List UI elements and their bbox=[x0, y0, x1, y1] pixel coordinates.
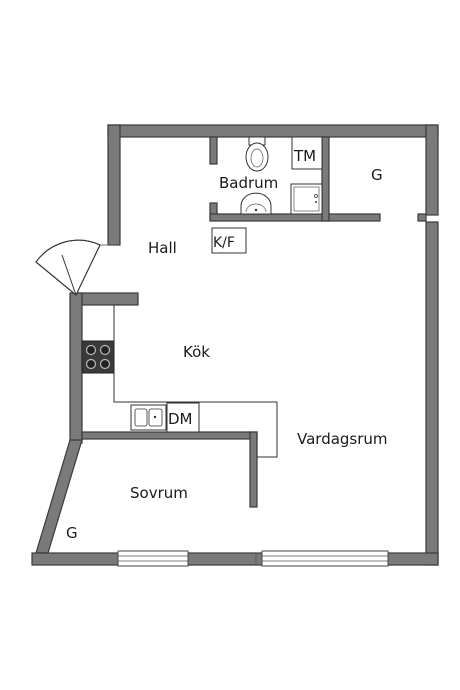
label-sovrum: Sovrum bbox=[130, 484, 188, 502]
wall-right-upper bbox=[425, 124, 439, 216]
label-vardagsrum: Vardagsrum bbox=[297, 430, 388, 448]
bathroom-fixtures bbox=[240, 136, 323, 215]
wall-bath-left-top bbox=[209, 136, 218, 165]
label-kf: K/F bbox=[213, 235, 235, 251]
label-garderob-bottom: G bbox=[66, 524, 78, 542]
label-garderob-top: G bbox=[371, 166, 383, 184]
wall-top bbox=[107, 124, 439, 138]
window-vardagsrum bbox=[261, 550, 389, 567]
wall-bedroom-top bbox=[81, 431, 258, 440]
room-labels: Hall Kök Badrum TM K/F DM Vardagsrum Sov… bbox=[66, 147, 388, 542]
kitchen-counter bbox=[81, 305, 278, 458]
label-kok: Kök bbox=[183, 343, 210, 361]
stove-icon bbox=[81, 340, 115, 374]
shower-icon bbox=[290, 183, 323, 215]
kitchen-sink-icon bbox=[130, 404, 167, 431]
kf-box bbox=[211, 227, 247, 254]
windows bbox=[117, 550, 389, 567]
wall-entrance-jamb bbox=[73, 292, 139, 306]
window-sovrum bbox=[117, 550, 189, 567]
wall-left-upper bbox=[107, 124, 121, 246]
wall-right-stub bbox=[417, 213, 427, 222]
wall-bath-bottom bbox=[209, 213, 381, 222]
label-tm: TM bbox=[293, 147, 316, 165]
wall-bedroom-right bbox=[249, 431, 258, 508]
interior-walls bbox=[81, 136, 427, 508]
wall-garderob-divider bbox=[321, 136, 330, 222]
label-dm: DM bbox=[168, 410, 193, 428]
entrance-door[interactable] bbox=[35, 239, 116, 296]
tm-box bbox=[291, 136, 323, 170]
sink-icon bbox=[240, 192, 272, 215]
wall-left-kitchen bbox=[69, 292, 83, 444]
wall-right-lower bbox=[425, 221, 439, 566]
label-hall: Hall bbox=[148, 239, 177, 257]
toilet-icon bbox=[245, 136, 269, 172]
dm-box bbox=[166, 402, 200, 433]
label-badrum: Badrum bbox=[219, 174, 278, 192]
